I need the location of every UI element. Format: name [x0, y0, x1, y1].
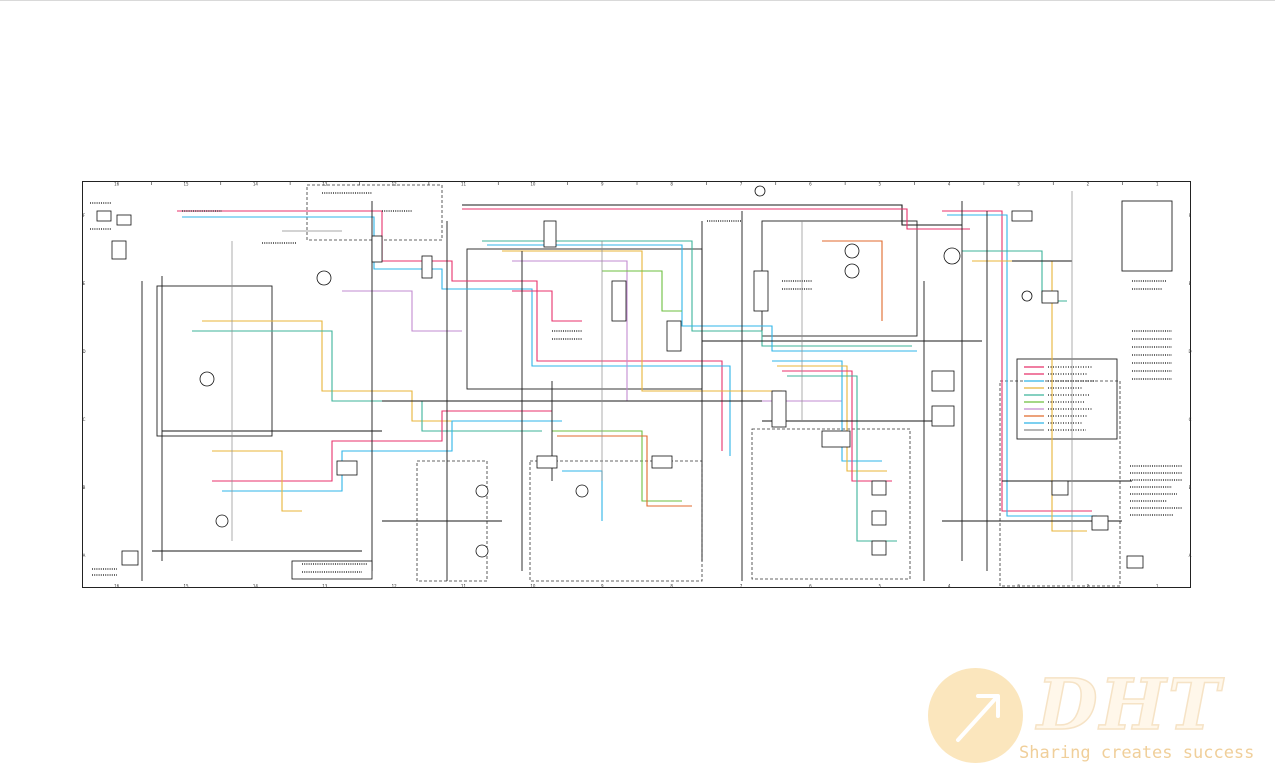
black-wiring — [141, 201, 1132, 581]
grid-column-label: 14 — [253, 584, 259, 589]
grid-column-label: 9 — [601, 182, 604, 187]
grid-row-label: D — [82, 349, 85, 354]
grid-row-label: C — [83, 417, 86, 422]
grid-row-label: B — [1189, 485, 1192, 490]
grid-column-label: 10 — [530, 584, 536, 589]
drawing-frame — [82, 181, 1191, 588]
grid-column-label: 9 — [601, 584, 604, 589]
grid-column-label: 5 — [879, 182, 882, 187]
grid-column-label: 11 — [461, 182, 467, 187]
grid-row-label: F — [1189, 213, 1192, 218]
module-box-lower-right — [751, 428, 911, 580]
grid-row-label: E — [1189, 281, 1192, 286]
grid-column-label: 3 — [1017, 182, 1020, 187]
grid-row-label: F — [83, 213, 86, 218]
legend-box — [1016, 358, 1118, 440]
grid-column-label: 8 — [670, 584, 673, 589]
round-components — [199, 185, 1033, 558]
grid-column-label: 12 — [392, 584, 398, 589]
grid-row-label: A — [1189, 553, 1192, 558]
grid-column-label: 10 — [530, 182, 536, 187]
watermark-brand: DHT — [1036, 663, 1222, 746]
grid-column-label: 6 — [809, 182, 812, 187]
grid-column-label: 1 — [1156, 182, 1159, 187]
grid-column-label: 14 — [253, 182, 259, 187]
grid-row-label: B — [83, 485, 86, 490]
grid-row-label: E — [83, 281, 86, 286]
legend-swatches — [1024, 366, 1044, 431]
grid-column-label: 7 — [740, 584, 743, 589]
grid-column-label: 13 — [322, 584, 328, 589]
grid-column-label: 13 — [322, 182, 328, 187]
grid-column-label: 4 — [948, 584, 951, 589]
grid-column-label: 6 — [809, 584, 812, 589]
grid-column-label: 8 — [670, 182, 673, 187]
grid-row-label: A — [83, 553, 86, 558]
module-box-right — [999, 380, 1121, 587]
legend-text-lines — [1048, 366, 1094, 431]
row-grid-labels: F F E E D D C C B B A A — [82, 213, 1191, 558]
grid-column-label: 5 — [879, 584, 882, 589]
controller-frame-left — [156, 285, 273, 437]
grid-column-label: 16 — [114, 182, 120, 187]
grid-column-label: 11 — [461, 584, 467, 589]
grid-column-label: 15 — [184, 584, 190, 589]
wiring-schematic: 1616151514141313121211111010998877665544… — [82, 181, 1192, 589]
connector-box-upper-right — [1121, 200, 1173, 272]
grid-column-label: 12 — [392, 182, 398, 187]
arrow-up-right-icon — [928, 668, 1023, 763]
page-top-rule — [0, 0, 1275, 1]
grid-column-label: 15 — [184, 182, 190, 187]
grid-column-label: 1 — [1156, 584, 1159, 589]
grey-wiring — [231, 191, 1073, 581]
grid-column-label: 7 — [740, 182, 743, 187]
grid-column-label: 4 — [948, 182, 951, 187]
grid-column-label: 2 — [1087, 182, 1090, 187]
grid-row-label: D — [1188, 349, 1191, 354]
annotation-text-lines — [90, 192, 1182, 576]
watermark-tagline: Sharing creates success — [1019, 743, 1255, 763]
grid-row-label: C — [1189, 417, 1192, 422]
connector-blocks — [96, 210, 1144, 580]
grid-column-label: 16 — [114, 584, 120, 589]
dht-watermark: DHT Sharing creates success — [925, 663, 1275, 768]
